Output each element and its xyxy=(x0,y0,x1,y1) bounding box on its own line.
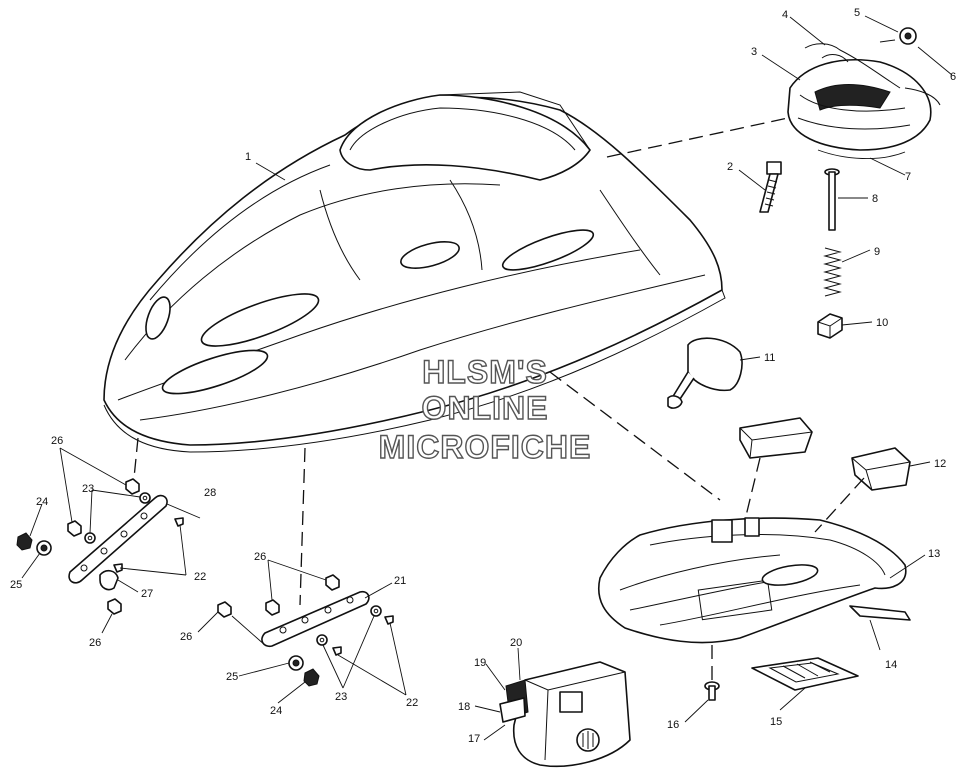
clip xyxy=(99,569,119,591)
callout-24b: 24 xyxy=(270,705,282,717)
filter-screen xyxy=(751,657,859,691)
hood-assembly xyxy=(103,91,726,453)
callout-14: 14 xyxy=(885,659,897,671)
pin xyxy=(824,168,840,231)
callout-15: 15 xyxy=(770,716,782,728)
knob xyxy=(817,313,843,339)
callout-23b: 23 xyxy=(335,691,347,703)
callout-25b: 25 xyxy=(226,671,238,683)
callout-26d: 26 xyxy=(254,551,266,563)
callout-27: 27 xyxy=(141,588,153,600)
watermark-line-1: HLSM'S xyxy=(422,354,548,390)
watermark-line-2: ONLINE xyxy=(422,390,549,426)
spring xyxy=(823,247,842,297)
hardware xyxy=(16,478,394,687)
air-box-pan xyxy=(598,517,907,644)
callout-8: 8 xyxy=(872,193,878,205)
leader-lines xyxy=(21,15,953,741)
guide-lines xyxy=(133,117,865,682)
watermark: HLSM'S ONLINE MICROFICHE xyxy=(378,353,592,465)
callout-20: 20 xyxy=(510,637,522,649)
callout-3: 3 xyxy=(751,46,757,58)
callout-26a: 26 xyxy=(51,435,63,447)
bolt xyxy=(759,161,782,213)
callout-numbers: 1 2 3 4 5 6 7 8 9 10 11 12 13 14 15 16 1… xyxy=(10,7,956,745)
callout-9: 9 xyxy=(874,246,880,258)
bracket-left xyxy=(68,494,168,584)
callout-25a: 25 xyxy=(10,579,22,591)
callout-17: 17 xyxy=(468,733,480,745)
headlight-assembly xyxy=(787,27,941,159)
callout-28: 28 xyxy=(204,487,216,499)
callout-21: 21 xyxy=(394,575,406,587)
callout-26c: 26 xyxy=(180,631,192,643)
callout-18: 18 xyxy=(458,701,470,713)
callout-4: 4 xyxy=(782,9,788,21)
callout-10: 10 xyxy=(876,317,888,329)
callout-12: 12 xyxy=(934,458,946,470)
callout-26b: 26 xyxy=(89,637,101,649)
callout-13: 13 xyxy=(928,548,940,560)
mirror xyxy=(667,337,743,409)
bracket-right xyxy=(261,590,370,648)
callout-19: 19 xyxy=(474,657,486,669)
console-panel xyxy=(499,661,631,768)
callout-16: 16 xyxy=(667,719,679,731)
screw xyxy=(704,681,720,701)
decal-strip xyxy=(849,605,911,621)
foam-block-b xyxy=(851,447,911,491)
callout-6: 6 xyxy=(950,71,956,83)
callout-24a: 24 xyxy=(36,496,48,508)
callout-22b: 22 xyxy=(406,697,418,709)
callout-22a: 22 xyxy=(194,571,206,583)
callout-23a: 23 xyxy=(82,483,94,495)
callout-7: 7 xyxy=(905,171,911,183)
foam-block-a xyxy=(739,417,813,459)
callout-5: 5 xyxy=(854,7,860,19)
watermark-line-3: MICROFICHE xyxy=(379,429,592,465)
callout-1: 1 xyxy=(245,151,251,163)
callout-11: 11 xyxy=(764,352,775,364)
callout-2: 2 xyxy=(727,161,733,173)
